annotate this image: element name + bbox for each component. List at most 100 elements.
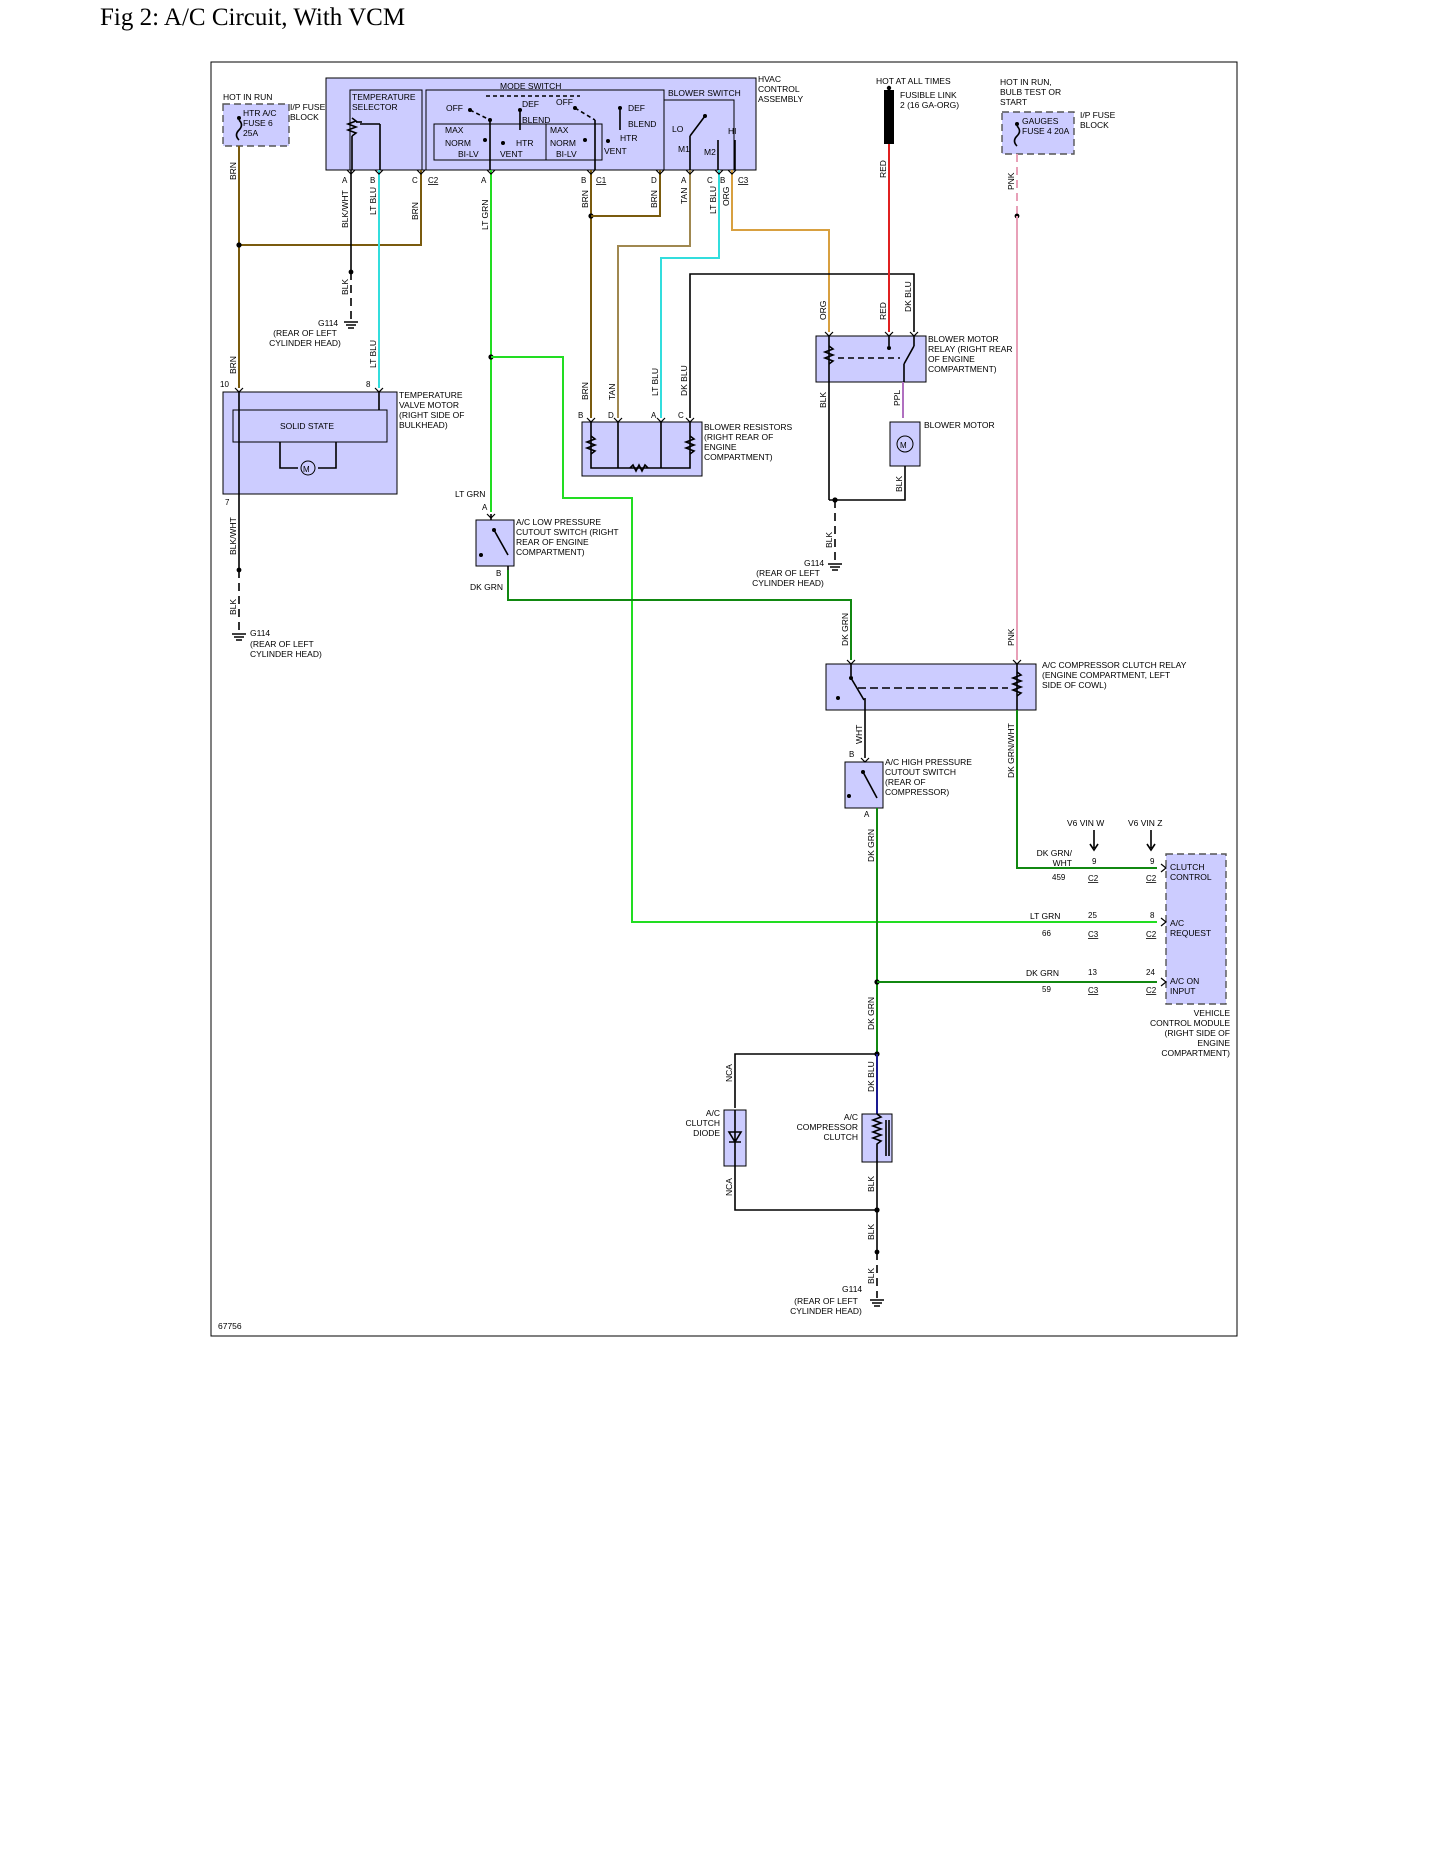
ac-clutch-diode: A/C CLUTCH DIODE <box>686 1108 747 1167</box>
on-input-conn-b: C2 <box>1146 986 1157 995</box>
svg-text:D: D <box>651 176 657 185</box>
ac-low-pressure-label: A/C LOW PRESSURE CUTOUT SWITCH (RIGHT RE… <box>516 517 619 557</box>
conn-c1-hvac: C1 <box>596 176 607 185</box>
blower-hi-label: HI <box>728 126 737 136</box>
diagram-frame <box>210 61 1238 1337</box>
fusible-link: HOT AT ALL TIMES FUSIBLE LINK 2 (16 GA-O… <box>876 76 960 144</box>
wl-blk-g1: BLK <box>340 279 350 295</box>
wl-tan-2: TAN <box>607 384 617 400</box>
blower-m1-label: M1 <box>678 144 690 154</box>
wl-dkgrn-hp-1: DK GRN <box>866 829 876 862</box>
wl-red-1: RED <box>878 160 888 178</box>
ground-g114-4: G114 (REAR OF LEFT CYLINDER HEAD) <box>790 1284 884 1316</box>
wl-brn-5: BRN <box>649 190 659 208</box>
temperature-valve-motor: SOLID STATE M TEMPERATURE VALVE MOTOR (R… <box>222 390 465 495</box>
mode-htr-2: HTR <box>620 133 637 143</box>
gauges-fuse-block: HOT IN RUN, BULB TEST OR START GAUGES FU… <box>1000 77 1115 155</box>
wl-blkwht-1: BLK/WHT <box>340 190 350 228</box>
svg-text:B: B <box>496 569 501 578</box>
mode-bilv-1: BI-LV <box>458 149 479 159</box>
svg-text:C: C <box>412 176 418 185</box>
wl-brn-6: BRN <box>580 382 590 400</box>
wl-org-1: ORG <box>721 187 731 206</box>
ac-compressor-clutch-label: A/C COMPRESSOR CLUTCH <box>796 1112 858 1142</box>
g114-loc-4: (REAR OF LEFT CYLINDER HEAD) <box>790 1296 862 1316</box>
blower-lo-label: LO <box>672 124 684 134</box>
g114-label-4: G114 <box>842 1284 862 1294</box>
clutch-pin-b: 9 <box>1150 857 1155 866</box>
mode-max-1: MAX <box>445 125 464 135</box>
org-wire <box>731 170 830 332</box>
blower-motor-relay-label: BLOWER MOTOR RELAY (RIGHT REAR OF ENGINE… <box>928 334 1013 374</box>
vehicle-control-module: CLUTCH CONTROL A/C REQUEST A/C ON INPUT … <box>1150 853 1230 1058</box>
mode-off-2: OFF <box>556 97 573 107</box>
mode-htr-1: HTR <box>516 138 533 148</box>
wl-pnk-2: PNK <box>1006 628 1016 646</box>
svg-text:A: A <box>481 176 487 185</box>
ac-low-pressure-switch: A/C LOW PRESSURE CUTOUT SWITCH (RIGHT RE… <box>475 514 619 570</box>
ground-g114-3: G114 (REAR OF LEFT CYLINDER HEAD) <box>752 558 842 588</box>
vcm-label: VEHICLE CONTROL MODULE (RIGHT SIDE OF EN… <box>1150 1008 1230 1058</box>
temp-valve-motor-label: TEMPERATURE VALVE MOTOR (RIGHT SIDE OF B… <box>399 390 465 430</box>
v6-vin-w-label: V6 VIN W <box>1067 818 1104 828</box>
wl-ltgrn-2: LT GRN <box>455 489 485 499</box>
ac-high-pressure-switch: A/C HIGH PRESSURE CUTOUT SWITCH (REAR OF… <box>844 757 972 809</box>
ac-on-input-label: A/C ON INPUT <box>1170 976 1200 996</box>
request-circuit: 66 <box>1042 929 1051 938</box>
clutch-conn-a: C2 <box>1088 874 1099 883</box>
on-input-conn-a: C3 <box>1088 986 1099 995</box>
clutch-conn-b: C2 <box>1146 874 1157 883</box>
svg-text:A: A <box>651 411 657 420</box>
figure-id: 67756 <box>218 1321 242 1331</box>
clutch-circuit: 459 <box>1052 873 1066 882</box>
tan-wire <box>617 170 691 418</box>
blk-wire-blower <box>829 466 906 501</box>
wl-tan-1: TAN <box>679 188 689 204</box>
blower-motor-label: BLOWER MOTOR <box>924 420 995 430</box>
wl-org-2: ORG <box>818 301 828 320</box>
vcm-circuit-clutch: DK GRN/ WHT 459 9 C2 9 C2 <box>1037 848 1157 883</box>
wl-blkwht-2: BLK/WHT <box>228 517 238 555</box>
wl-dkgrn-hp-2: DK GRN <box>866 997 876 1030</box>
wl-ltblu-3: LT BLU <box>708 186 718 214</box>
svg-text:M: M <box>900 441 907 450</box>
blower-motor: M BLOWER MOTOR <box>889 420 995 467</box>
hot-in-run-bulb-label: HOT IN RUN, BULB TEST OR START <box>1000 77 1062 107</box>
mode-off-1: OFF <box>446 103 463 113</box>
ac-request-label: A/C REQUEST <box>1170 918 1212 938</box>
temperature-selector-label: TEMPERATURE SELECTOR <box>352 92 416 112</box>
wl-brn-4: BRN <box>580 190 590 208</box>
ac-clutch-relay-label: A/C COMPRESSOR CLUTCH RELAY (ENGINE COMP… <box>1042 660 1187 690</box>
clutch-pin-a: 9 <box>1092 857 1097 866</box>
mode-def-2: DEF <box>628 103 645 113</box>
on-input-wire-label: DK GRN <box>1026 968 1059 978</box>
blower-switch-label: BLOWER SWITCH <box>668 88 741 98</box>
wl-red-2: RED <box>878 302 888 320</box>
mode-vent-2: VENT <box>604 146 627 156</box>
ltgrn-wire-ac-request <box>491 356 1157 923</box>
ac-compressor-clutch: A/C COMPRESSOR CLUTCH <box>796 1112 893 1163</box>
svg-text:8: 8 <box>366 380 371 389</box>
on-input-pin-a: 13 <box>1088 968 1097 977</box>
fusible-link-label: FUSIBLE LINK 2 (16 GA-ORG) <box>900 90 960 110</box>
g114-label-2: G114 <box>250 628 270 638</box>
hvac-connector-pins: A B C C2 A B C1 D A C B C3 <box>342 176 749 185</box>
request-wire-label: LT GRN <box>1030 911 1060 921</box>
g114-loc-1: (REAR OF LEFT CYLINDER HEAD) <box>269 328 341 348</box>
wl-blk-blower: BLK <box>894 476 904 492</box>
wl-ltblu-4: LT BLU <box>650 368 660 396</box>
wl-brn-1: BRN <box>228 162 238 180</box>
ground-g114-1: G114 (REAR OF LEFT CYLINDER HEAD) <box>269 318 358 348</box>
wl-dkblu-1: DK BLU <box>679 365 689 396</box>
conn-c3-hvac: C3 <box>738 176 749 185</box>
hvac-control-assembly: HVAC CONTROL ASSEMBLY TEMPERATURE SELECT… <box>325 74 803 171</box>
request-conn-b: C2 <box>1146 930 1157 939</box>
svg-text:A: A <box>482 503 488 512</box>
ltblu-wire-2 <box>660 170 720 418</box>
on-input-pin-b: 24 <box>1146 968 1155 977</box>
blower-resistors: B D A C BLOWER RESISTORS (RIGHT REAR OF … <box>578 411 792 477</box>
dkblu-wire-relay <box>689 273 915 418</box>
request-conn-a: C3 <box>1088 930 1099 939</box>
wl-blk-g3: BLK <box>824 532 834 548</box>
svg-text:B: B <box>581 176 586 185</box>
